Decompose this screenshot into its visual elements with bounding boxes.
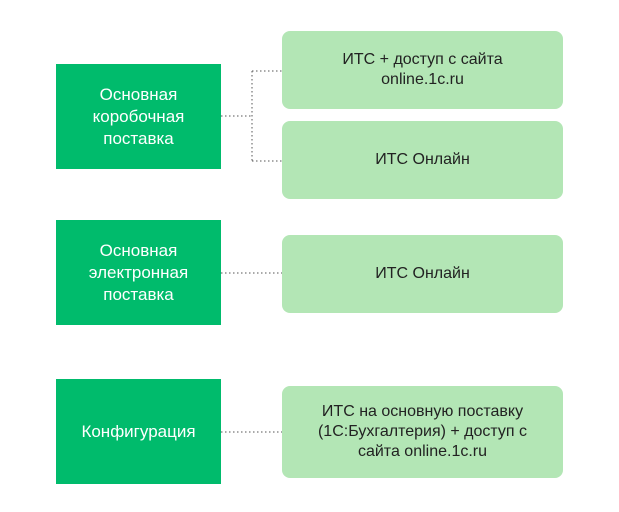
target-box-its-web-access: ИТС + доступ с сайта online.1c.ru [282,31,563,109]
target-box-its-online: ИТС Онлайн [282,121,563,199]
source-box-electronic-delivery: Основная электронная поставка [56,220,221,325]
source-label: Основная коробочная поставка [92,84,185,148]
source-label: Конфигурация [81,421,196,441]
target-box-its-online: ИТС Онлайн [282,235,563,313]
target-label: ИТС + доступ с сайта online.1c.ru [342,51,503,88]
source-box-boxed-delivery: Основная коробочная поставка [56,64,221,169]
target-box-its-main-delivery: ИТС на основную поставку (1С:Бухгалтерия… [282,386,563,478]
source-label: Основная электронная поставка [88,240,189,304]
target-label: ИТС на основную поставку (1С:Бухгалтерия… [317,403,528,460]
target-label: ИТС Онлайн [375,265,470,282]
target-label: ИТС Онлайн [375,151,470,168]
source-box-configuration: Конфигурация [56,379,221,484]
